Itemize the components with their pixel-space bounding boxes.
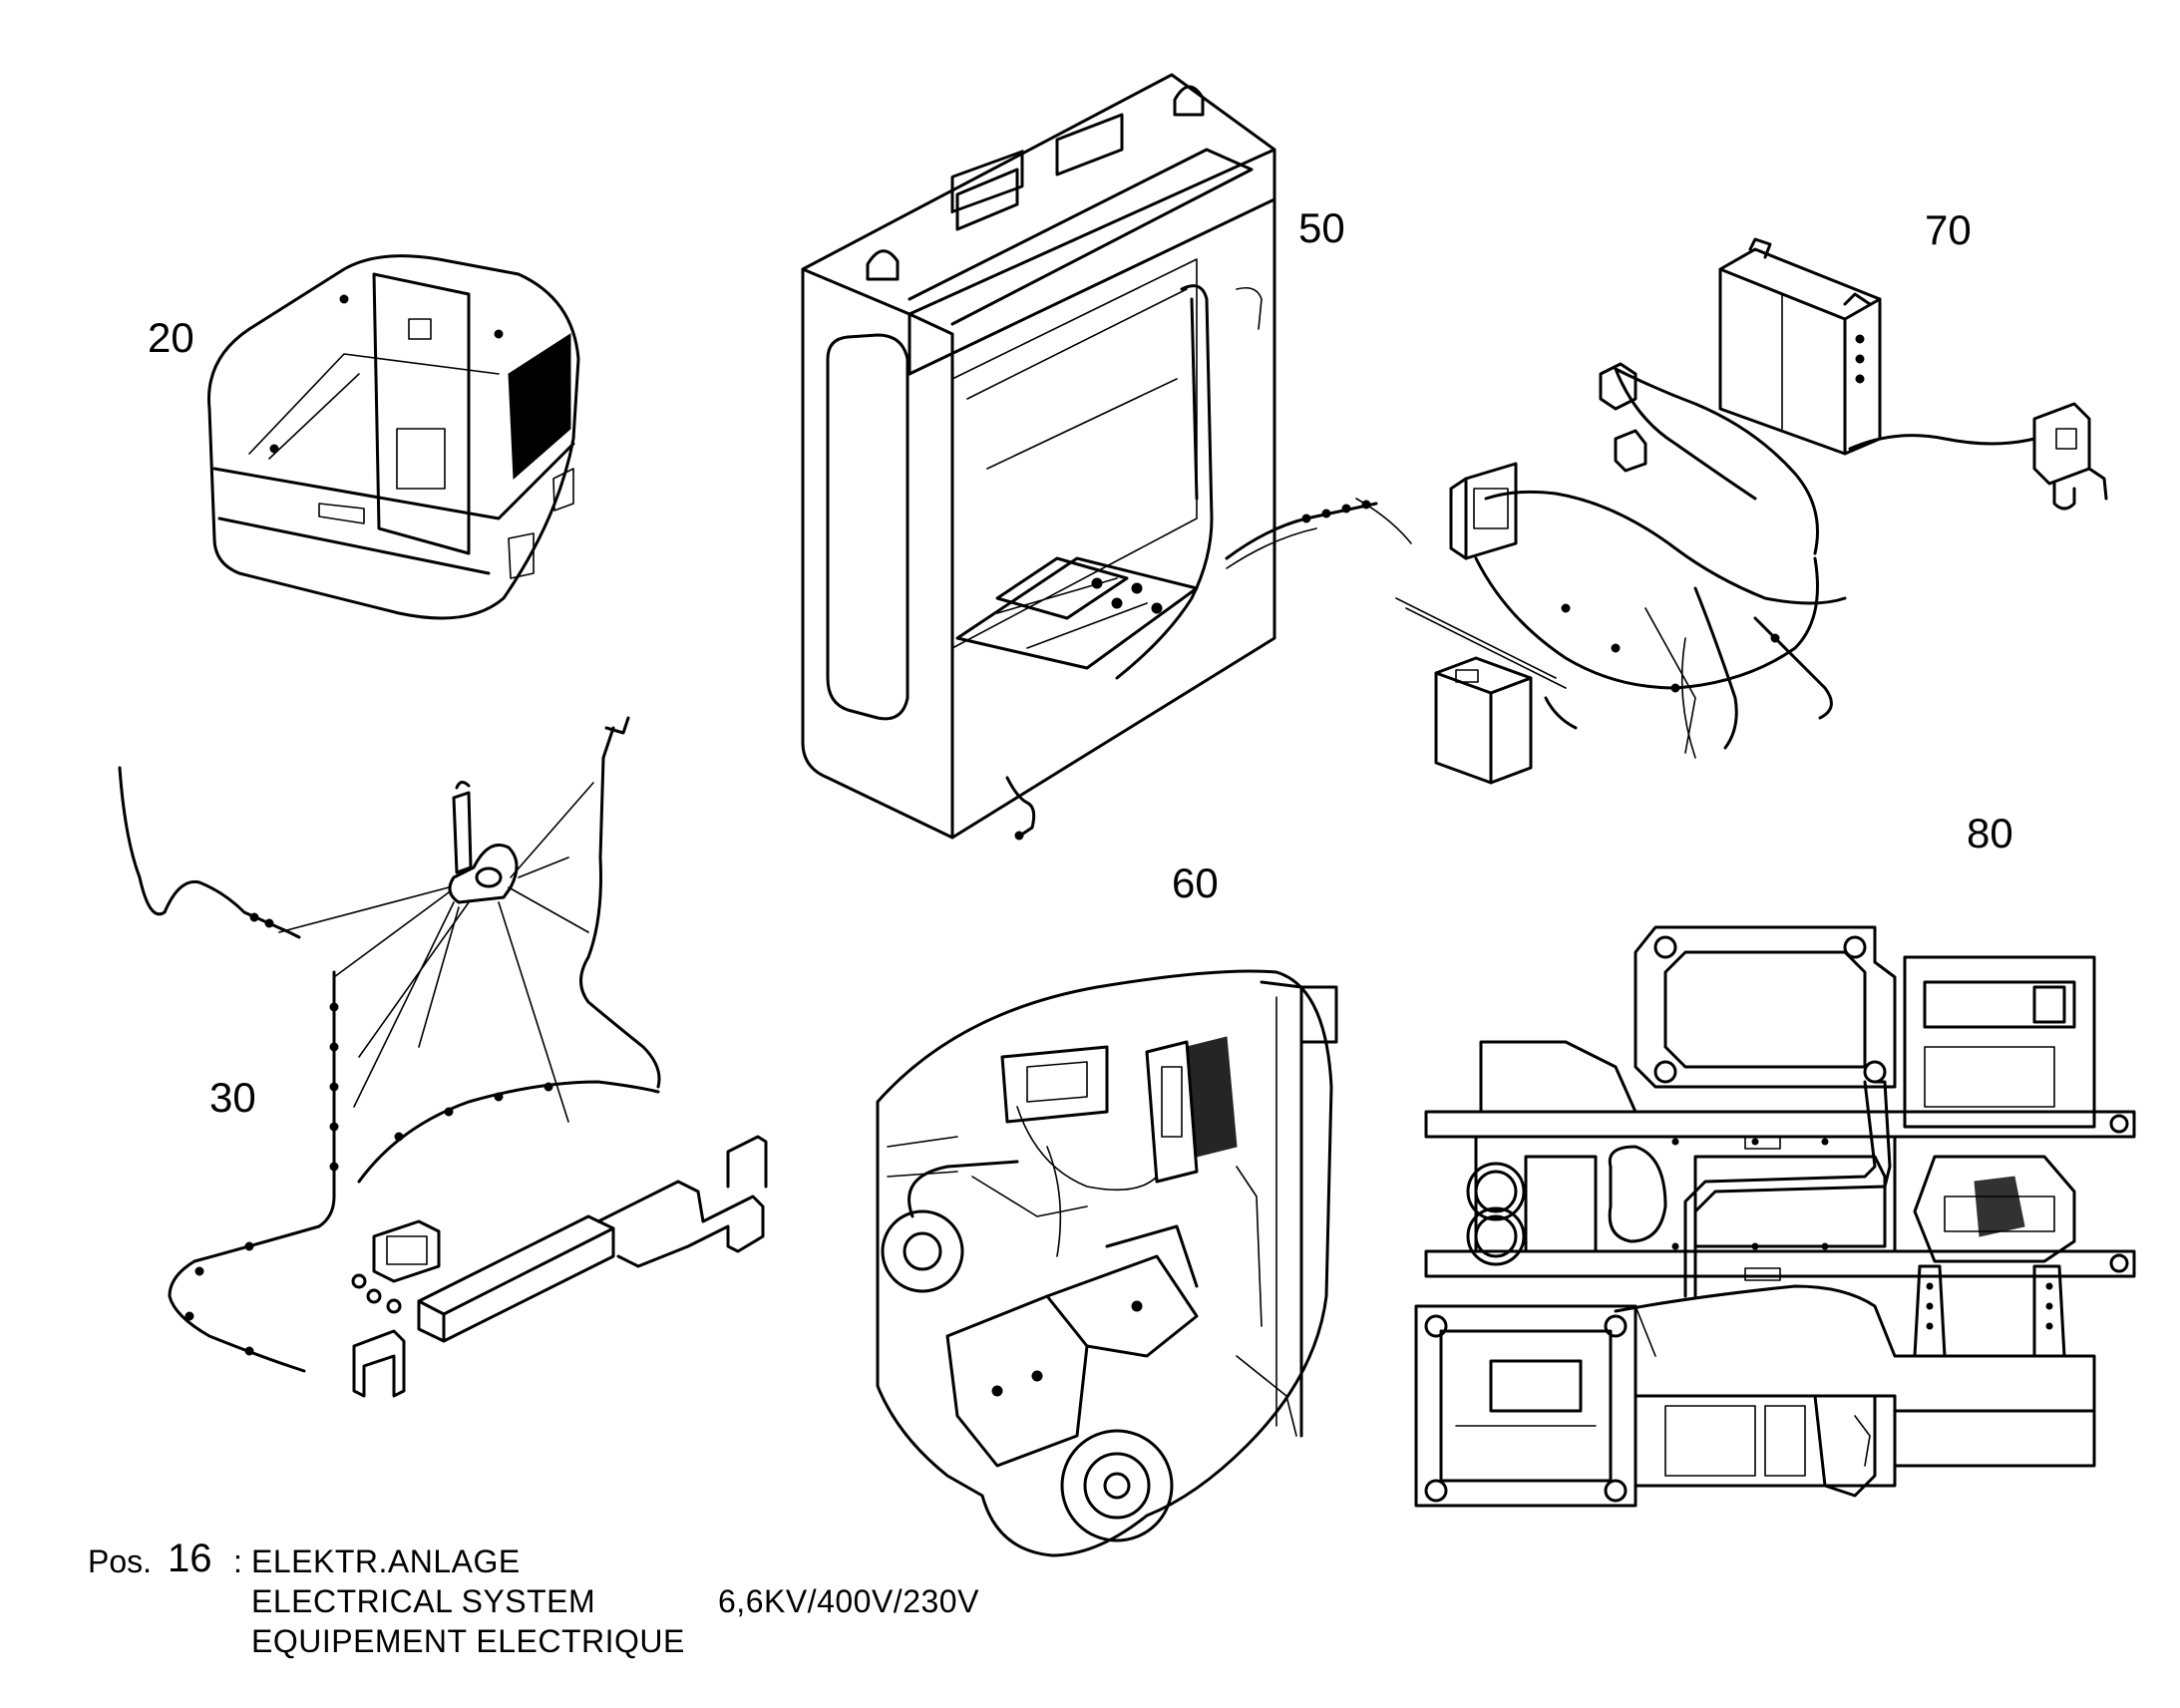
- callout-60: 60: [1172, 859, 1219, 906]
- part-80-chassis-plan: [1414, 925, 2136, 1508]
- callout-30: 30: [209, 1074, 256, 1121]
- caption-line-german: ELEKTR.ANLAGE: [251, 1543, 521, 1579]
- callout-50: 50: [1298, 204, 1345, 251]
- part-30-cable-set: [118, 716, 768, 1398]
- callout-20: 20: [148, 314, 194, 361]
- part-20-cabin-shell: [207, 254, 580, 620]
- caption-voltage-spec: 6,6KV/400V/230V: [718, 1583, 979, 1619]
- callout-70: 70: [1925, 206, 1972, 253]
- callout-80: 80: [1967, 810, 2013, 856]
- caption-pos-prefix: Pos.: [88, 1543, 153, 1579]
- caption-pos-number: 16: [168, 1537, 212, 1580]
- caption-line-english: ELECTRICAL SYSTEM: [251, 1583, 596, 1619]
- part-50-cabinet-frame: [801, 73, 1412, 841]
- caption-line-french: EQUIPEMENT ELECTRIQUE: [251, 1623, 685, 1659]
- caption-separator: :: [233, 1543, 243, 1579]
- part-60-cabin-interior: [876, 969, 1338, 1557]
- part-70-control-harness: [1395, 237, 2108, 785]
